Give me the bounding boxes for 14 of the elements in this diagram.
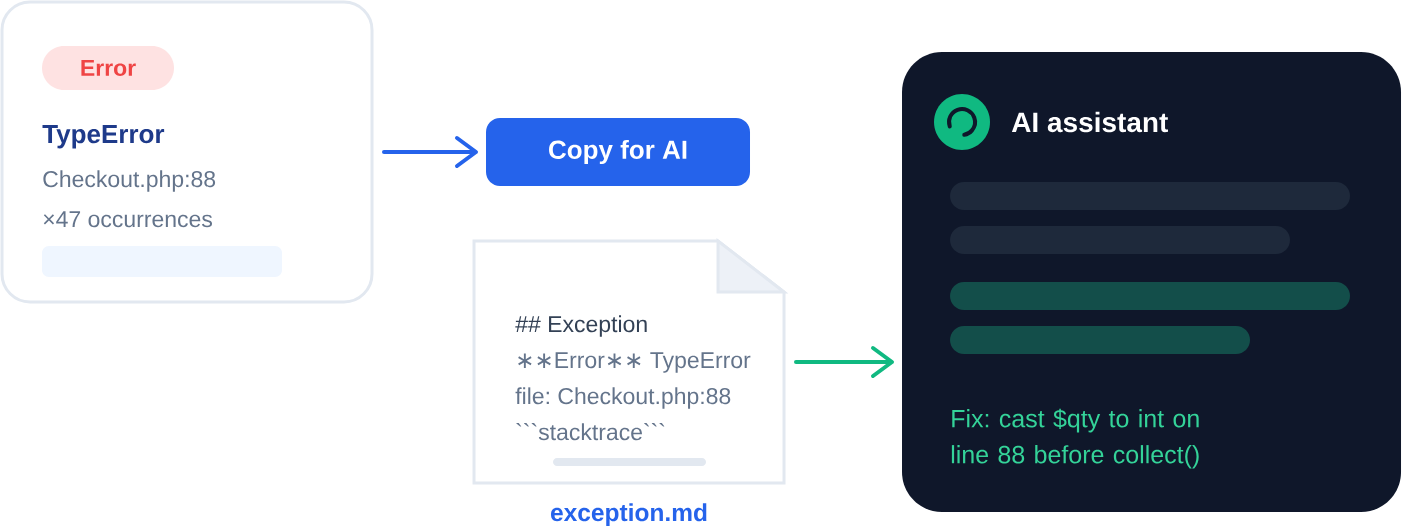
fix-suggestion: Fix: cast $qty to int on line 88 before collect() — [951, 408, 1199, 469]
arrow — [794, 346, 894, 378]
error-title: TypeError — [42, 125, 165, 149]
panel-title: AI assistant — [1011, 111, 1168, 133]
occurrence-count: ×47 occurrences — [43, 211, 212, 228]
file-path: Checkout.php:88 — [43, 170, 216, 192]
error-badge: Error — [42, 46, 174, 90]
markdown-line: ```stacktrace``` — [516, 423, 665, 441]
markdown-line: ## Exception — [515, 315, 647, 337]
arrow — [382, 136, 478, 168]
copy-button: Copy for AI — [486, 118, 750, 186]
markdown-line: ∗∗Error∗∗ TypeError — [518, 352, 751, 373]
markdown-line: file: Checkout.php:88 — [515, 387, 731, 409]
file-name: exception.md — [551, 503, 707, 527]
